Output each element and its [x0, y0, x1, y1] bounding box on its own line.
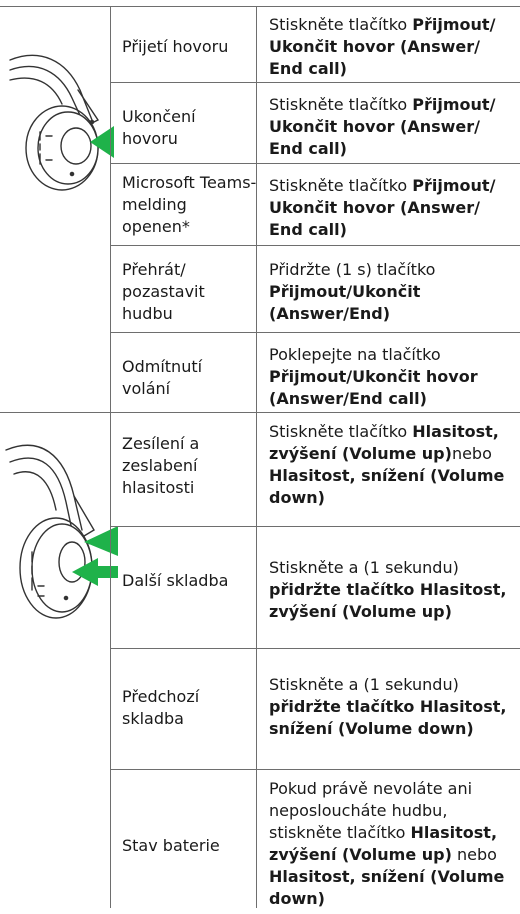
button-name: přidržte tlačítko Hlasitost, snížení (Vo…: [269, 697, 507, 738]
row-divider: [110, 163, 520, 164]
function-cell: Ukončení hovoru: [122, 107, 196, 148]
row-divider: [110, 769, 520, 770]
button-name: Hlasitost, zvýšení (Volume up): [269, 422, 499, 463]
action-cell: Pokud právě nevoláte ani neposloucháte h…: [269, 778, 515, 910]
action-cell: Stiskněte a (1 sekundu) přidržte tlačítk…: [269, 674, 515, 740]
instruction-text: nebo: [451, 845, 497, 864]
function-cell: Odmítnutí volání: [122, 357, 203, 398]
instruction-text: Stiskněte a (1 sekundu): [269, 558, 459, 577]
instruction-text: Přidržte (1 s) tlačítko: [269, 260, 436, 279]
top-rule: [0, 6, 520, 7]
button-name: Hlasitost, zvýšení (Volume up): [269, 823, 498, 864]
column-divider-1: [110, 6, 111, 908]
function-cell: Přehrát/ pozastavit hudbu: [122, 260, 205, 323]
volume-down-arrow-icon: [72, 558, 118, 586]
instruction-text: Pokud právě nevoláte ani neposloucháte h…: [269, 779, 473, 842]
volume-up-arrow-icon: [84, 526, 118, 556]
row-divider: [110, 648, 520, 649]
section-divider: [0, 412, 520, 413]
function-cell: Přijetí hovoru: [122, 37, 229, 56]
instruction-text: nebo: [451, 444, 492, 463]
button-name: Přijmout/Ukončit hovor (Answer/End call): [269, 367, 478, 408]
instruction-text: Stiskněte tlačítko: [269, 95, 413, 114]
button-name: Hlasitost, snížení (Volume down): [269, 466, 505, 507]
function-cell: Předchozí skladba: [122, 687, 200, 728]
button-name: přidržte tlačítko Hlasitost, zvýšení (Vo…: [269, 580, 507, 621]
instruction-text: Poklepejte na tlačítko: [269, 345, 441, 364]
action-cell: Stiskněte tlačítko Přijmout/ Ukončit hov…: [269, 94, 515, 160]
function-cell: Další skladba: [122, 571, 229, 590]
arrow-icon: [90, 126, 114, 158]
row-divider: [110, 526, 520, 527]
action-cell: Stiskněte tlačítko Přijmout/ Ukončit hov…: [269, 14, 515, 80]
button-name: Hlasitost, snížení (Volume down): [269, 867, 505, 908]
instruction-text: Stiskněte tlačítko: [269, 15, 413, 34]
action-cell: Stiskněte tlačítko Hlasitost, zvýšení (V…: [269, 421, 515, 509]
action-cell: Stiskněte tlačítko Přijmout/ Ukončit hov…: [269, 175, 515, 241]
action-cell: Stiskněte a (1 sekundu) přidržte tlačítk…: [269, 557, 515, 623]
instruction-text: Stiskněte tlačítko: [269, 176, 413, 195]
button-name: Přijmout/ Ukončit hovor (Answer/ End cal…: [269, 15, 496, 78]
action-cell: Přidržte (1 s) tlačítko Přijmout/Ukončit…: [269, 259, 515, 325]
row-divider: [110, 332, 520, 333]
instruction-text: Stiskněte tlačítko: [269, 422, 413, 441]
row-divider: [110, 245, 520, 246]
row-divider: [110, 82, 520, 83]
instruction-text: Stiskněte a (1 sekundu): [269, 675, 459, 694]
function-cell: Microsoft Teams-melding openen*: [122, 173, 257, 236]
button-name: Přijmout/Ukončit (Answer/End): [269, 282, 421, 323]
headset-volume-illustration: [5, 444, 118, 619]
button-name: Přijmout/ Ukončit hovor (Answer/ End cal…: [269, 95, 496, 158]
action-cell: Poklepejte na tlačítko Přijmout/Ukončit …: [269, 344, 515, 410]
function-cell: Zesílení a zeslabení hlasitosti: [122, 434, 200, 497]
headset-answer-illustration: [9, 54, 114, 191]
column-divider-2: [256, 6, 257, 908]
function-cell: Stav baterie: [122, 836, 220, 855]
button-name: Přijmout/ Ukončit hovor (Answer/ End cal…: [269, 176, 496, 239]
